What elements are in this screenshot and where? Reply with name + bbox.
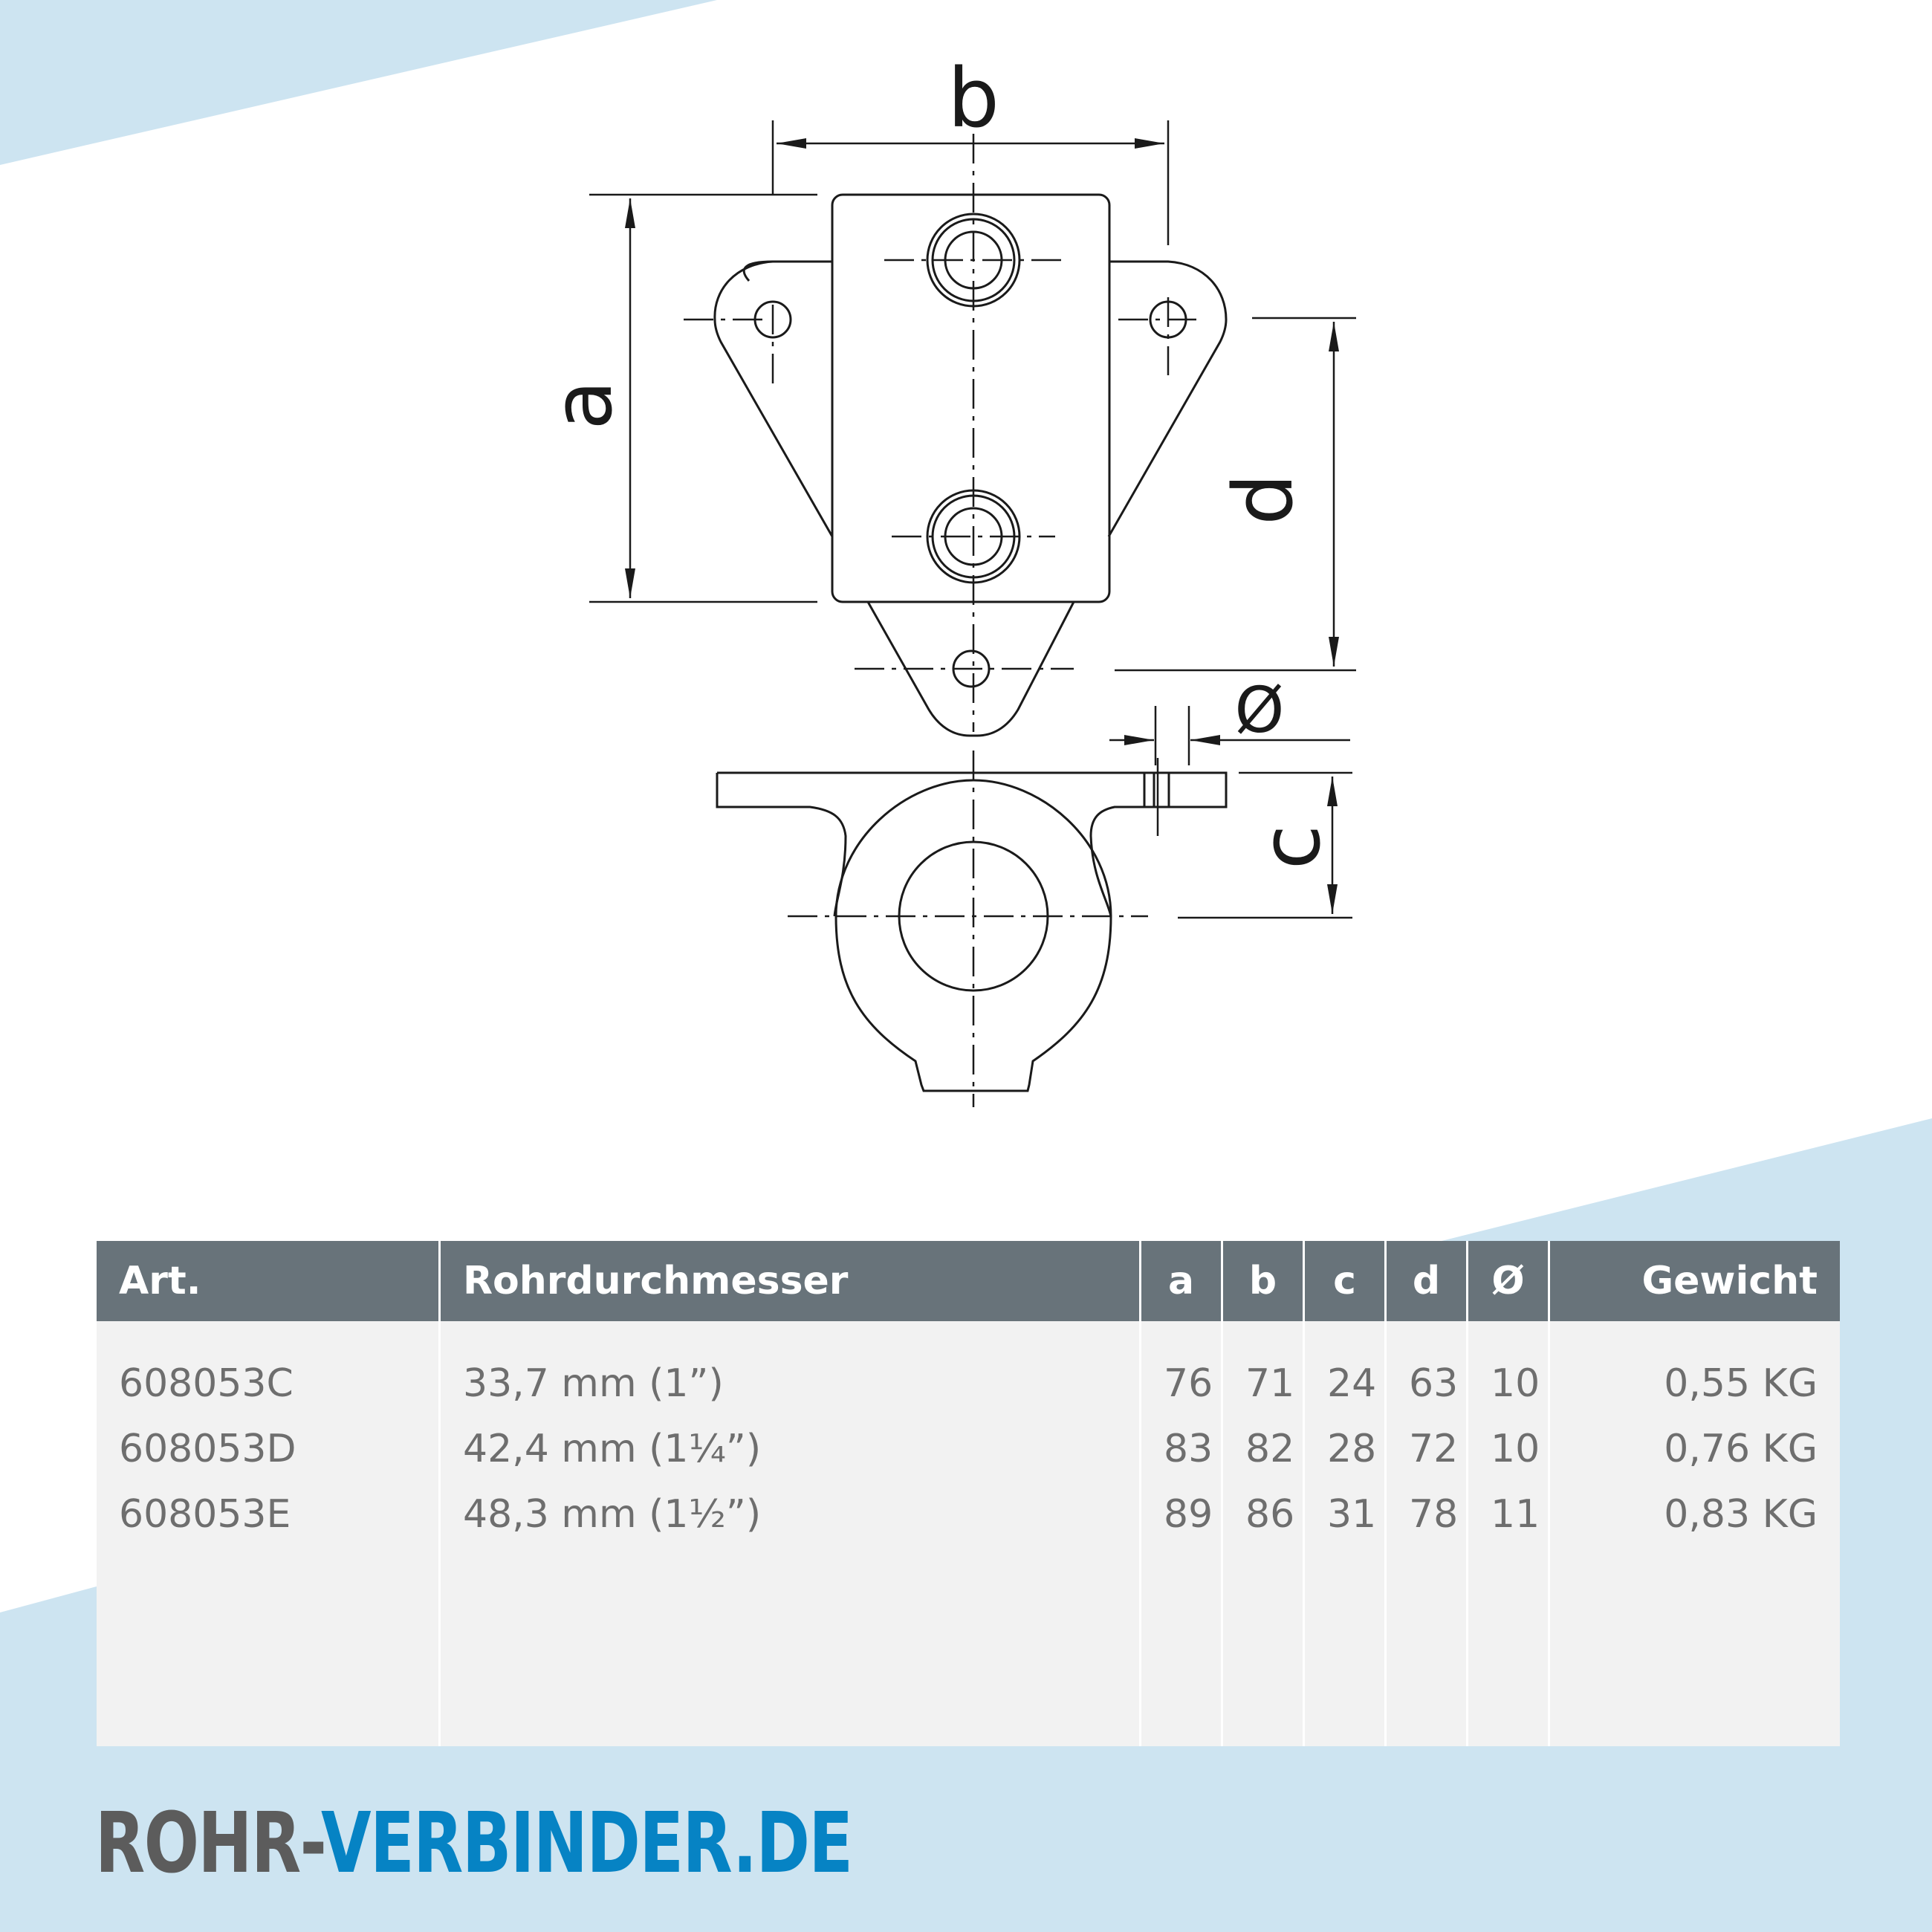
cell-diameter: 10 [1466, 1416, 1549, 1482]
header-diameter: Ø [1466, 1241, 1549, 1321]
cell-art: 608053E [97, 1482, 440, 1547]
cell-d: 63 [1384, 1321, 1468, 1416]
dimension-labels: b a d Ø c [535, 51, 1338, 869]
center-lines [684, 134, 1196, 1107]
cell-b: 71 [1221, 1321, 1304, 1416]
cell-d: 78 [1384, 1482, 1468, 1547]
cell-gewicht: 0,55 KG [1548, 1321, 1840, 1416]
cell-diameter: 11 [1466, 1482, 1549, 1547]
left-ear-outline [713, 260, 834, 537]
side-view [716, 758, 1228, 1092]
dim-label-c: c [1243, 825, 1338, 869]
cell-a: 83 [1139, 1416, 1222, 1482]
specification-table: Art. Rohrdurchmesser a b c d Ø Gewicht 6… [97, 1241, 1840, 1746]
brand-logo: ROHR-VERBINDER.DE [95, 1802, 853, 1885]
cell-a: 89 [1139, 1482, 1222, 1547]
table-row: 608053E 48,3 mm (1½”) 89 86 31 78 11 0,8… [97, 1482, 1840, 1547]
table-row: 608053D 42,4 mm (1¼”) 83 82 28 72 10 0,7… [97, 1416, 1840, 1482]
cell-a: 76 [1139, 1321, 1222, 1416]
top-view [713, 193, 1228, 737]
cell-b: 86 [1221, 1482, 1304, 1547]
cell-d: 72 [1384, 1416, 1468, 1482]
dim-label-d: d [1216, 473, 1311, 525]
cell-gewicht: 0,83 KG [1548, 1482, 1840, 1547]
header-rohrdurchmesser: Rohrdurchmesser [438, 1241, 1141, 1321]
table-header-row: Art. Rohrdurchmesser a b c d Ø Gewicht [97, 1241, 1840, 1321]
top-left-accent-triangle [0, 0, 717, 165]
bottom-ear-outline [866, 601, 1075, 737]
dimension-lines [589, 120, 1356, 919]
cell-gewicht: 0,76 KG [1548, 1416, 1840, 1482]
cell-rohrdurchmesser: 33,7 mm (1”) [438, 1321, 1141, 1416]
dim-label-a: a [535, 380, 630, 429]
cell-c: 31 [1303, 1482, 1386, 1547]
header-b: b [1221, 1241, 1304, 1321]
header-d: d [1384, 1241, 1468, 1321]
center-plate [831, 193, 1111, 603]
dim-label-b: b [947, 51, 999, 146]
ring-outer [834, 779, 1112, 1092]
cell-c: 28 [1303, 1416, 1386, 1482]
cell-art: 608053D [97, 1416, 440, 1482]
cell-c: 24 [1303, 1321, 1386, 1416]
dim-label-diameter: Ø [1235, 674, 1285, 748]
cell-b: 82 [1221, 1416, 1304, 1482]
cell-diameter: 10 [1466, 1321, 1549, 1416]
header-a: a [1139, 1241, 1222, 1321]
cell-art: 608053C [97, 1321, 440, 1416]
right-ear-outline [1107, 260, 1228, 537]
header-gewicht: Gewicht [1548, 1241, 1840, 1321]
brand-logo-part-verbinder: VERBINDER.DE [321, 1795, 853, 1892]
cell-rohrdurchmesser: 42,4 mm (1¼”) [438, 1416, 1141, 1482]
header-c: c [1303, 1241, 1386, 1321]
table-empty-row [97, 1547, 1840, 1746]
technical-drawing: b a d Ø c [535, 51, 1356, 1107]
side-flange [716, 771, 1228, 917]
header-art: Art. [97, 1241, 440, 1321]
cell-rohrdurchmesser: 48,3 mm (1½”) [438, 1482, 1141, 1547]
table-row: 608053C 33,7 mm (1”) 76 71 24 63 10 0,55… [97, 1321, 1840, 1416]
ring-inner [898, 840, 1049, 992]
brand-logo-part-rohr: ROHR- [95, 1795, 322, 1892]
